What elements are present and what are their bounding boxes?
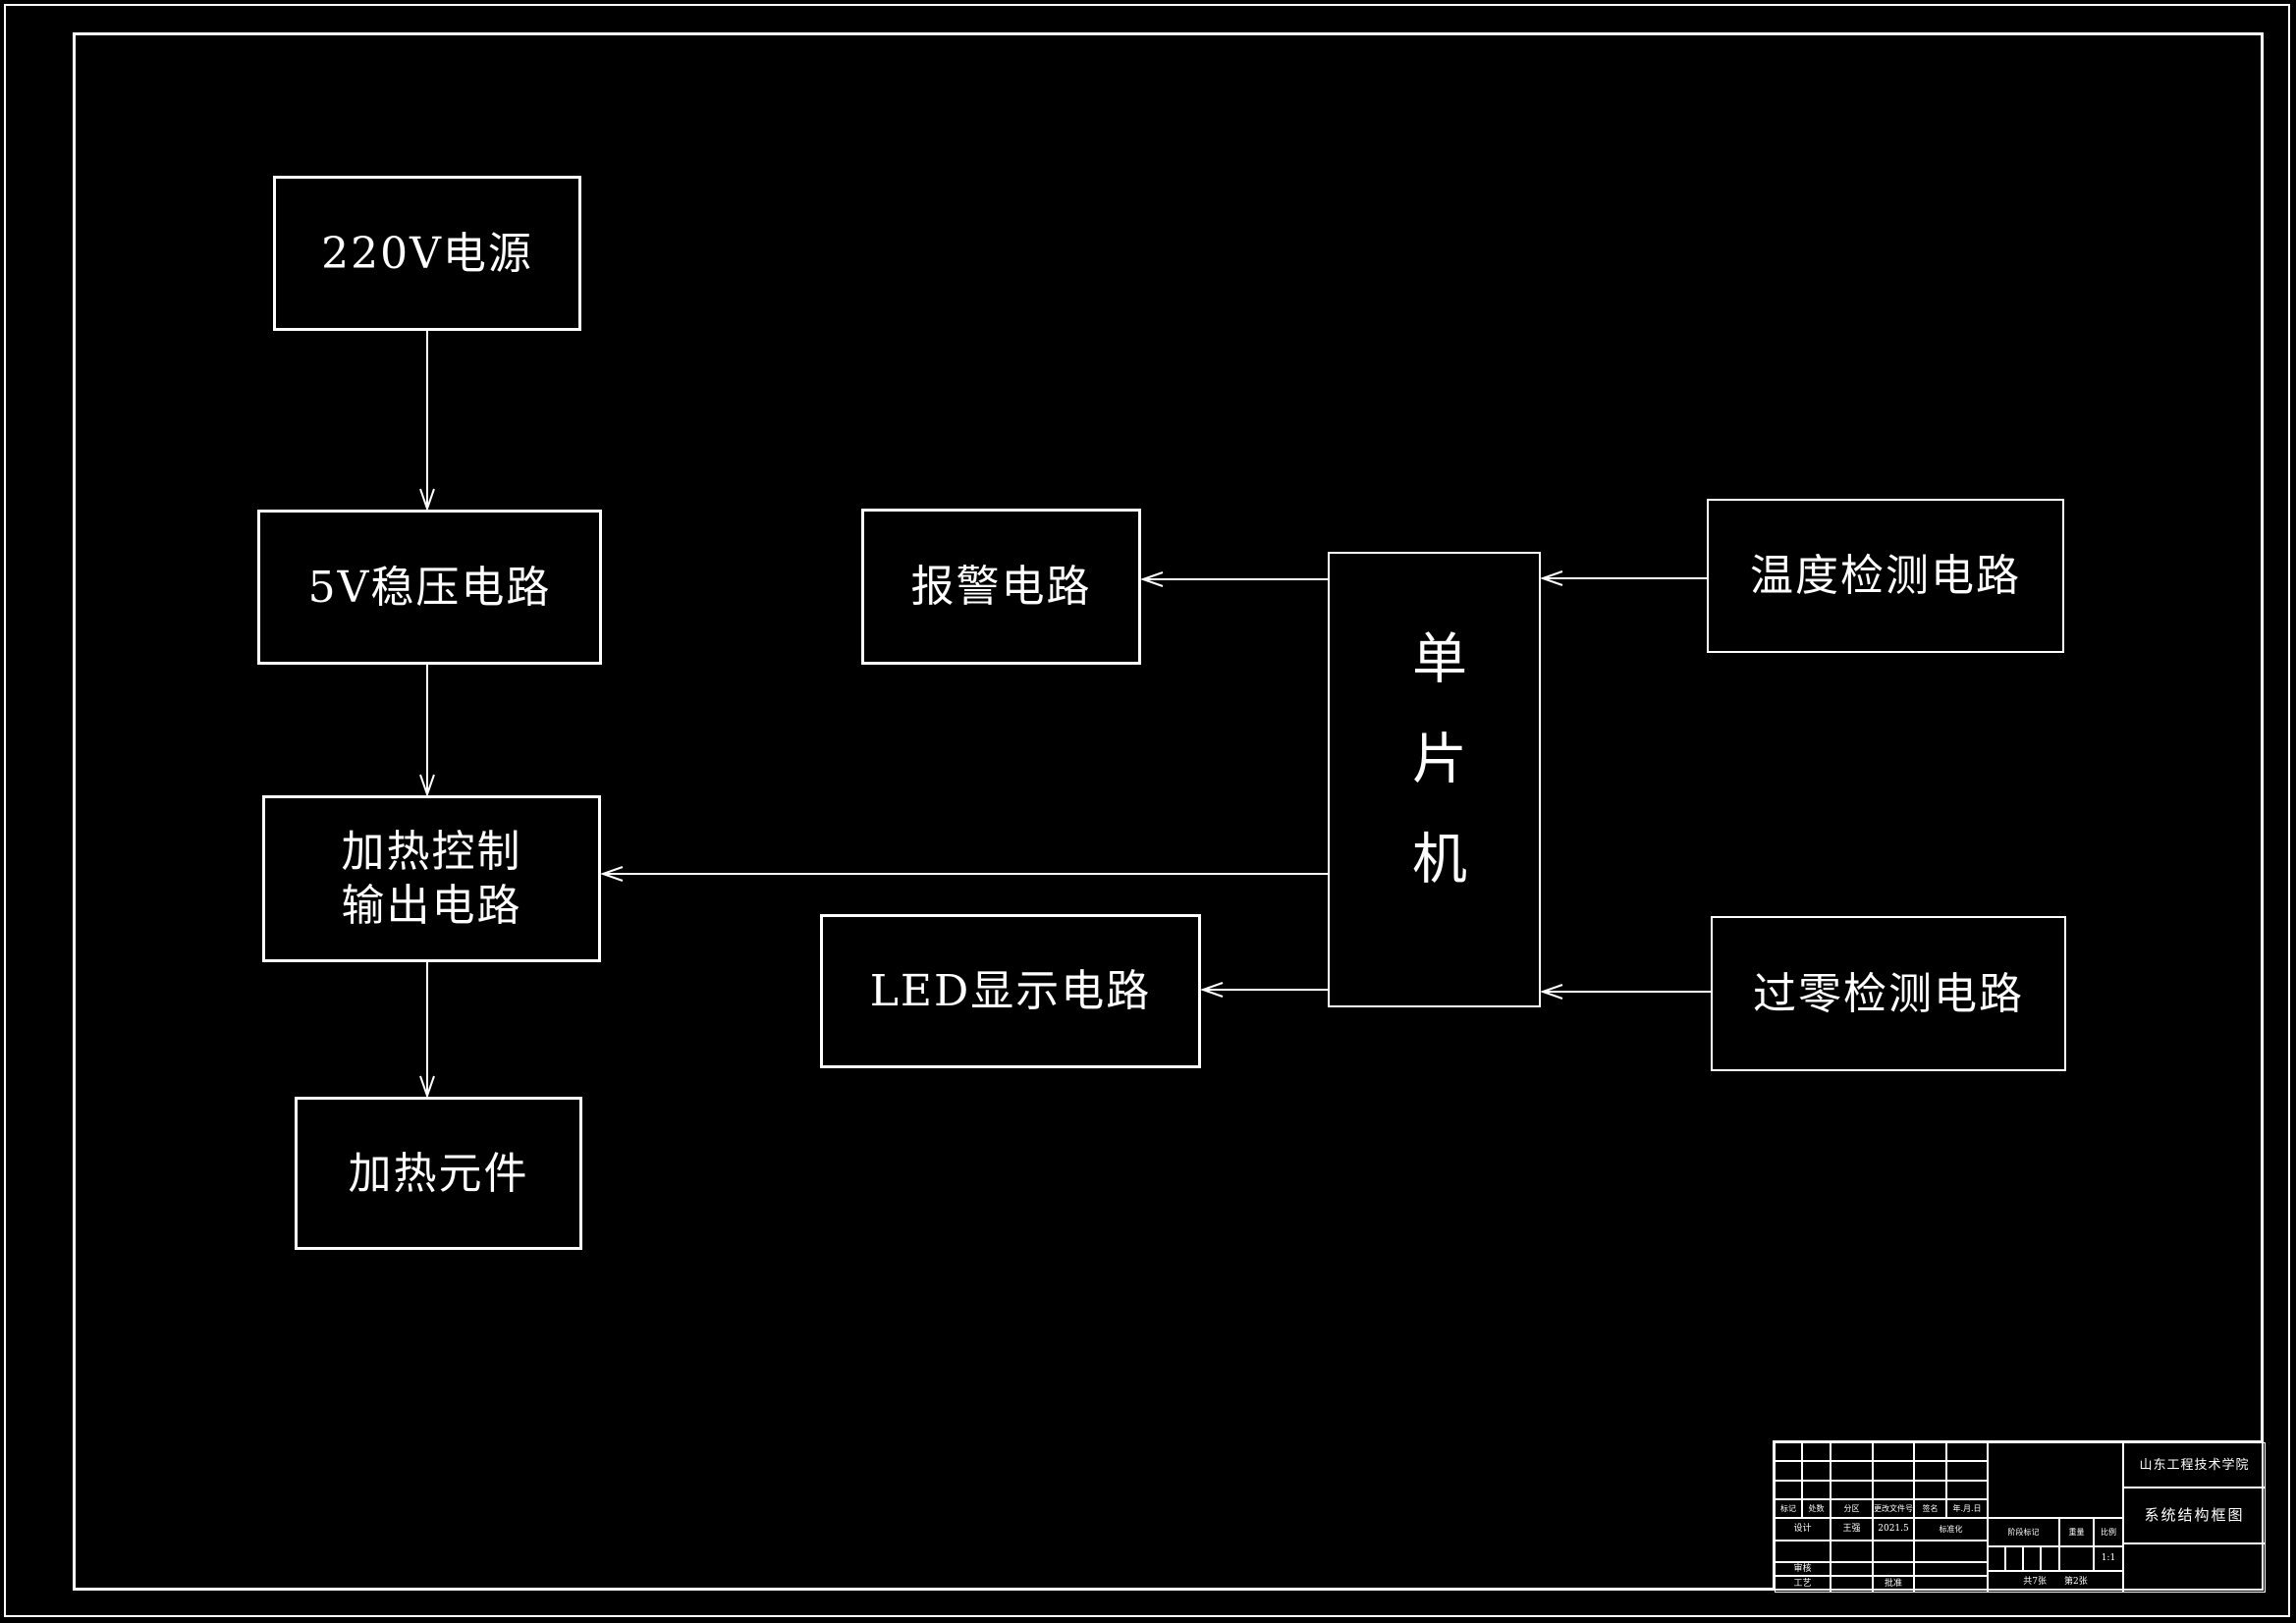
tb-cell (1831, 1481, 1873, 1499)
tb-cell (1831, 1461, 1873, 1481)
tb-school-name: 山东工程技术学院 (2123, 1442, 2266, 1488)
tb-cell (1802, 1481, 1831, 1499)
block-label: 过零检测电路 (1753, 968, 2024, 1019)
arrowhead-down-icon (419, 774, 435, 798)
connection-mcu-to-led (1199, 982, 1328, 998)
block-alarm-circuit: 报警电路 (861, 509, 1141, 665)
tb-cell (1988, 1442, 2123, 1518)
block-label-line2: 输出电路 (341, 881, 522, 931)
tb-cell (2005, 1546, 2023, 1571)
tb-cell (1946, 1481, 1988, 1499)
tb-cell (1873, 1442, 1914, 1461)
connection-heatctrl-to-heatelem (419, 962, 435, 1100)
block-label: 温度检测电路 (1750, 551, 2021, 601)
block-mcu: 单片机 (1328, 552, 1541, 1007)
tb-scale-label: 比例 (2094, 1518, 2123, 1546)
block-label: 加热元件 (348, 1148, 529, 1199)
connection-mcu-to-heatctrl (599, 866, 1328, 882)
tb-stage-label: 阶段标记 (1988, 1518, 2059, 1546)
tb-drawing-title: 系统结构框图 (2123, 1488, 2266, 1543)
tb-cell (1831, 1576, 1873, 1593)
arrowhead-down-icon (419, 1075, 435, 1100)
tb-cell (1831, 1541, 1873, 1562)
tb-cell (1988, 1546, 2005, 1571)
tb-sheet-row: 共7张 第2张 (1988, 1571, 2123, 1593)
connection-temp-to-mcu (1539, 570, 1707, 586)
tb-cell (2023, 1546, 2041, 1571)
tb-cell (1914, 1461, 1946, 1481)
tb-check-label: 审核 (1775, 1562, 1831, 1576)
arrowhead-left-icon (1539, 570, 1563, 586)
tb-cell (1946, 1442, 1988, 1461)
block-temperature-detection: 温度检测电路 (1707, 499, 2064, 653)
tb-rev-date: 年.月.日 (1946, 1499, 1988, 1518)
block-label: 单片机 (1402, 629, 1467, 930)
block-power-220v: 220V电源 (273, 176, 581, 331)
tb-approve-label: 批准 (1873, 1576, 1914, 1593)
tb-cell (1914, 1442, 1946, 1461)
arrowhead-left-icon (1139, 571, 1164, 587)
tb-cell (1914, 1541, 1988, 1562)
tb-cell (1914, 1576, 1988, 1593)
tb-cell (2059, 1546, 2094, 1571)
tb-design-date: 2021.5 (1873, 1518, 1914, 1541)
block-label: 报警电路 (910, 562, 1092, 612)
arrowhead-left-icon (1539, 984, 1563, 1000)
connection-zero-to-mcu (1539, 984, 1711, 1000)
tb-rev-zone: 分区 (1831, 1499, 1873, 1518)
tb-cell (1914, 1481, 1946, 1499)
tb-cell (1914, 1562, 1988, 1576)
tb-cell (1873, 1461, 1914, 1481)
tb-design-label: 设计 (1775, 1518, 1831, 1541)
arrowhead-left-icon (599, 866, 624, 882)
block-zero-crossing-detection: 过零检测电路 (1711, 916, 2066, 1071)
tb-cell (1873, 1562, 1914, 1576)
tb-cell (2041, 1546, 2059, 1571)
tb-cell (1946, 1461, 1988, 1481)
block-label: 220V电源 (321, 228, 533, 279)
tb-cell (1873, 1541, 1914, 1562)
tb-rev-sign: 签名 (1914, 1499, 1946, 1518)
drawing-inner-border (73, 32, 2264, 1591)
connection-5v-to-heatctrl (419, 665, 435, 798)
tb-cell (1831, 1562, 1873, 1576)
block-led-display: LED显示电路 (820, 914, 1201, 1068)
block-label: LED显示电路 (869, 966, 1152, 1016)
tb-designer: 王强 (1831, 1518, 1873, 1541)
tb-rev-file: 更改文件号 (1873, 1499, 1914, 1518)
arrowhead-left-icon (1199, 982, 1224, 998)
connection-220v-to-5v (419, 331, 435, 513)
tb-cell (1775, 1442, 1802, 1461)
tb-sheet-total: 共7张 (2023, 1576, 2047, 1587)
block-heating-element: 加热元件 (295, 1097, 582, 1250)
block-label-line1: 加热控制 (341, 827, 522, 877)
connection-mcu-to-alarm (1139, 571, 1328, 587)
tb-process-label: 工艺 (1775, 1576, 1831, 1593)
tb-cell (1831, 1442, 1873, 1461)
tb-scale-value: 1:1 (2094, 1546, 2123, 1571)
block-heating-control-output: 加热控制 输出电路 (262, 795, 601, 962)
tb-sheet-no: 第2张 (2064, 1576, 2088, 1587)
tb-cell (1802, 1442, 1831, 1461)
tb-cell (1873, 1481, 1914, 1499)
tb-rev-mark: 标记 (1775, 1499, 1802, 1518)
tb-weight-label: 重量 (2059, 1518, 2094, 1546)
tb-cell (1775, 1541, 1831, 1562)
tb-cell (1775, 1481, 1802, 1499)
block-label: 5V稳压电路 (307, 562, 552, 613)
tb-cell (1802, 1461, 1831, 1481)
tb-cell (1775, 1461, 1802, 1481)
tb-cell (2123, 1543, 2266, 1593)
tb-std-label: 标准化 (1914, 1518, 1988, 1541)
arrowhead-down-icon (419, 488, 435, 513)
drawing-outer-border (4, 4, 2290, 1617)
tb-rev-count: 处数 (1802, 1499, 1831, 1518)
block-5v-regulator: 5V稳压电路 (257, 510, 602, 665)
title-block: 标记 处数 分区 更改文件号 签名 年.月.日 设计 王强 2021.5 标准化… (1773, 1440, 2266, 1593)
